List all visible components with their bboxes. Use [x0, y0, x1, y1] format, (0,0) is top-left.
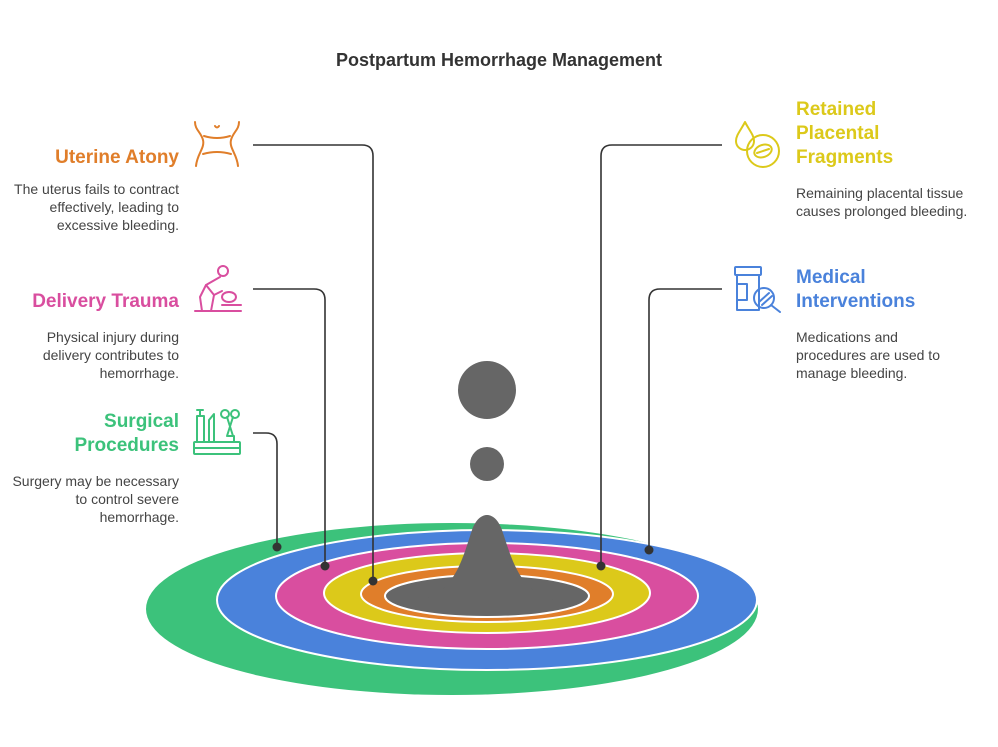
uterine-atony-heading: Uterine Atony: [55, 147, 179, 168]
retained-placental-heading: Retained Placental Fragments: [796, 99, 894, 168]
connector-retained-placental: [600, 144, 722, 566]
connector-dot-delivery: [320, 561, 330, 571]
connector-dot-uterine: [368, 576, 378, 586]
delivery-icon: [194, 265, 242, 312]
connector-medical-interventions: [648, 288, 722, 550]
connector-delivery-trauma: [253, 288, 326, 566]
retained-placental-description: Remaining placental tissue causes prolon…: [796, 185, 968, 219]
delivery-trauma-description: Physical injury during delivery contribu…: [42, 329, 179, 381]
uterine-atony-description: The uterus fails to contract effectively…: [14, 181, 179, 233]
placenta-icon: [735, 121, 780, 168]
medication-icon: [734, 266, 781, 313]
delivery-trauma-heading: Delivery Trauma: [32, 291, 179, 312]
medical-interventions-description: Medications and procedures are used to m…: [796, 329, 940, 381]
connector-surgical-procedures: [253, 432, 278, 547]
drop-small: [470, 447, 504, 481]
connector-uterine-atony: [253, 144, 374, 581]
surgical-tools-icon: [193, 409, 241, 455]
drop-large: [458, 361, 516, 419]
surgical-procedures-description: Surgery may be necessary to control seve…: [12, 473, 179, 525]
splash-peak: [420, 515, 554, 600]
connector-dot-medical: [644, 545, 654, 555]
torso-icon: [194, 121, 240, 167]
page-title: Postpartum Hemorrhage Management: [335, 50, 663, 70]
surgical-procedures-heading: Surgical Procedures: [74, 411, 179, 456]
connector-dot-retained: [596, 561, 606, 571]
connector-dot-surgical: [272, 542, 282, 552]
medical-interventions-heading: Medical Interventions: [796, 267, 916, 312]
